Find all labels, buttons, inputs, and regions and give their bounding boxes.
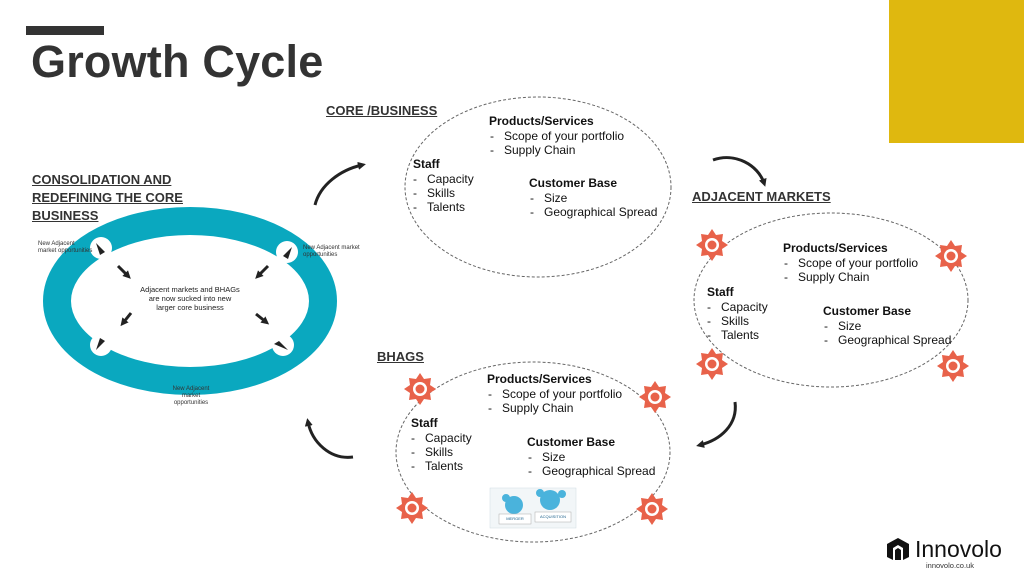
adjacent-customer-item: Geographical Spread xyxy=(824,333,951,347)
arrow-adjacent-to-bhags xyxy=(696,401,737,448)
core-product-item: Supply Chain xyxy=(490,143,624,157)
adjacent-staff-item: Capacity xyxy=(707,300,768,314)
opportunity-label-left: New Adjacent market opportunities xyxy=(38,241,93,254)
core-bubble xyxy=(404,96,672,278)
consolidation-ring xyxy=(43,207,337,395)
core-customer-list: Size Geographical Spread xyxy=(530,191,657,219)
adjacent-product-item: Supply Chain xyxy=(784,270,918,284)
arrow-core-to-adjacent xyxy=(712,156,767,187)
core-customer-item: Size xyxy=(530,191,657,205)
merger-label: MERGER xyxy=(506,516,524,521)
logo-url[interactable]: innovolo.co.uk xyxy=(926,561,974,570)
adjacent-products-list: Scope of your portfolio Supply Chain xyxy=(784,256,918,284)
page-title: Growth Cycle xyxy=(31,36,324,87)
gear-icon xyxy=(696,348,728,380)
core-products-list: Scope of your portfolio Supply Chain xyxy=(490,129,624,157)
adjacent-staff-item: Skills xyxy=(707,314,768,328)
merger-acquisition-illustration xyxy=(489,487,577,529)
acquisition-label: ACQUISITION xyxy=(539,514,566,519)
innovolo-logo-icon xyxy=(885,535,911,561)
bhags-product-item: Supply Chain xyxy=(488,401,622,415)
adjacent-customer-item: Size xyxy=(824,319,951,333)
opportunity-label-right: New Adjacent market opportunities xyxy=(303,245,360,258)
core-staff-heading: Staff xyxy=(413,157,440,171)
bhags-customer-heading: Customer Base xyxy=(527,435,616,449)
core-staff-list: Capacity Skills Talents xyxy=(413,172,474,214)
adjacent-staff-list: Capacity Skills Talents xyxy=(707,300,768,342)
bhags-bubble xyxy=(395,361,671,543)
gear-icon xyxy=(396,492,428,524)
bhags-customer-item: Size xyxy=(528,450,655,464)
gear-icon xyxy=(937,350,969,382)
bhags-staff-item: Talents xyxy=(411,459,472,473)
core-customer-item: Geographical Spread xyxy=(530,205,657,219)
core-products-heading: Products/Services xyxy=(489,114,594,128)
bhags-customer-list: Size Geographical Spread xyxy=(528,450,655,478)
core-staff-item: Talents xyxy=(413,200,474,214)
arrow-bhags-to-consolidation xyxy=(304,418,354,459)
core-staff-item: Skills xyxy=(413,186,474,200)
bhags-products-heading: Products/Services xyxy=(487,372,592,386)
inward-arrows xyxy=(116,264,270,327)
adjacent-product-item: Scope of your portfolio xyxy=(784,256,918,270)
gear-icon xyxy=(639,381,671,413)
adjacent-products-heading: Products/Services xyxy=(783,241,888,255)
adjacent-customer-heading: Customer Base xyxy=(823,304,912,318)
adjacent-label: ADJACENT MARKETS xyxy=(692,189,831,204)
bhags-staff-item: Skills xyxy=(411,445,472,459)
adjacent-staff-heading: Staff xyxy=(707,285,734,299)
gear-icon xyxy=(935,240,967,272)
bhags-products-list: Scope of your portfolio Supply Chain xyxy=(488,387,622,415)
gear-icon xyxy=(636,493,668,525)
bhags-staff-item: Capacity xyxy=(411,431,472,445)
bhags-label: BHAGS xyxy=(377,349,424,364)
core-label: CORE /BUSINESS xyxy=(326,103,438,118)
adjacent-customer-list: Size Geographical Spread xyxy=(824,319,951,347)
core-customer-heading: Customer Base xyxy=(529,176,618,190)
consolidation-center-text: Adjacent markets and BHAGs are now sucke… xyxy=(140,285,240,312)
logo-name: Innovolo xyxy=(915,536,1002,562)
bhags-staff-list: Capacity Skills Talents xyxy=(411,431,472,473)
arrow-consolidation-to-core xyxy=(313,161,366,206)
gear-icon xyxy=(404,373,436,405)
consolidation-heading: CONSOLIDATION AND REDEFINING THE CORE BU… xyxy=(32,172,183,223)
opportunity-label-bottom: New Adjacent market opportunities xyxy=(172,386,210,406)
accent-block xyxy=(889,0,1024,143)
bhags-product-item: Scope of your portfolio xyxy=(488,387,622,401)
bhags-customer-item: Geographical Spread xyxy=(528,464,655,478)
adjacent-staff-item: Talents xyxy=(707,328,768,342)
bhags-staff-heading: Staff xyxy=(411,416,438,430)
core-product-item: Scope of your portfolio xyxy=(490,129,624,143)
title-accent-bar xyxy=(26,26,104,35)
adjacent-bubble xyxy=(693,212,969,388)
gear-icon xyxy=(696,229,728,261)
core-staff-item: Capacity xyxy=(413,172,474,186)
